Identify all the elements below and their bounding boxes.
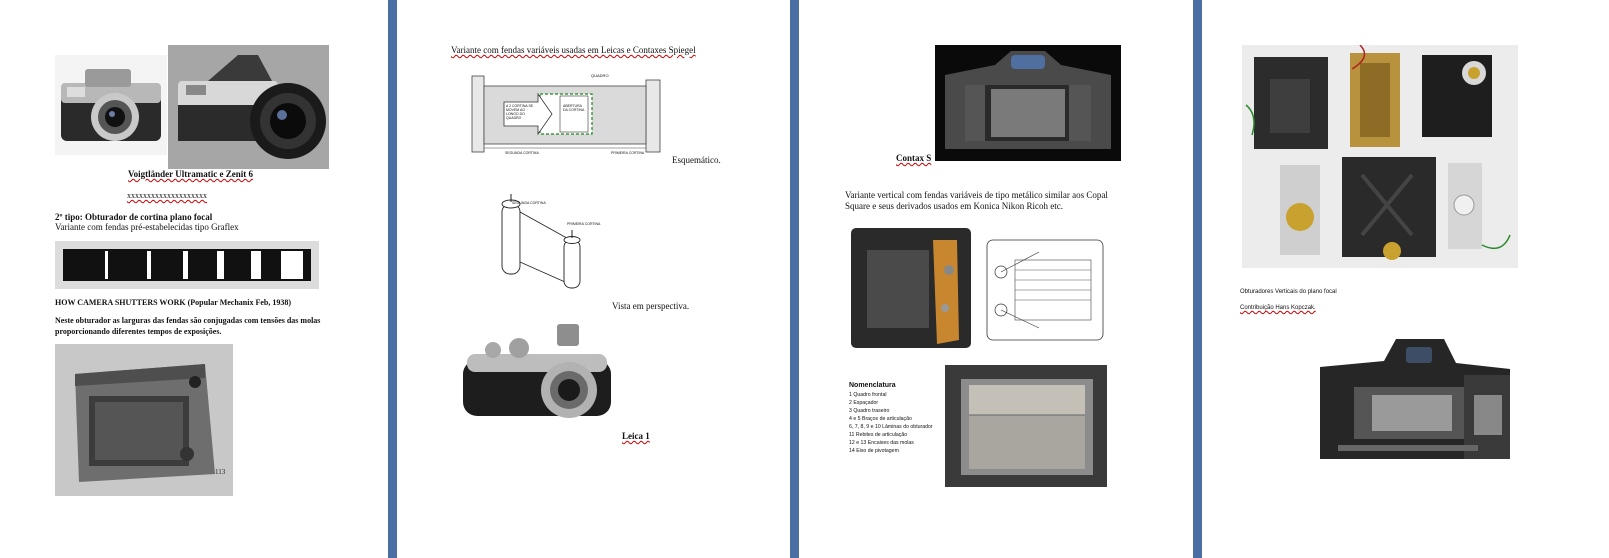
page3-heading-line-2: Square e seus derivados usados em Konica… [845, 201, 1063, 211]
document-page-3: Contax S Variante vertical com fendas va… [799, 0, 1193, 558]
caption-vertical-shutters: Obturadores Verticais do plano focal [1240, 289, 1337, 295]
nomenclature-item: 4 e 5 Braços de articulação [849, 416, 912, 422]
nomenclature-item: 11 Rebites de articulação [849, 432, 908, 438]
label-quadro: QUADRO [591, 73, 609, 78]
open-slr-camera-photo [1314, 335, 1519, 470]
nomenclature-item: 2 Espaçador [849, 400, 879, 406]
nomenclature-item: 12 e 13 Encaixes das molas [849, 440, 914, 446]
body-text-line-1: Neste obturador as larguras das fendas s… [55, 316, 321, 325]
caption-leica: Leica 1 [622, 431, 650, 441]
voigtlander-camera-photo [55, 55, 167, 155]
metal-shutter-unit-photo [845, 220, 975, 353]
nomenclature-item: 1 Quadro frontal [849, 392, 887, 398]
body-text-line-2: proporcionando diferentes tempos de expo… [55, 327, 222, 336]
nomenclature-item: 6, 7, 8, 9 e 10 Lâminas do obturador [849, 424, 933, 430]
page2-heading: Variante com fendas variáveis usadas em … [451, 45, 696, 55]
nomenclature-item: 14 Eixo de pivotagem [849, 448, 899, 454]
shutter-technical-drawing [979, 232, 1111, 348]
label-first-curtain: PRIMEIRA CORTINA [611, 151, 645, 155]
nomenclature-legend: Nomenclatura 1 Quadro frontal 2 Espaçado… [849, 382, 933, 455]
section-subheading: Variante com fendas pré-estabelecidas ti… [55, 222, 239, 232]
graflex-shutter-photo [55, 344, 233, 496]
caption-schematic: Esquemático. [672, 155, 721, 165]
contax-s-camera-photo [935, 45, 1121, 161]
zenit-camera-photo [168, 45, 329, 169]
caption-contax-s: Contax S [896, 153, 932, 163]
nomenclature-item: 3 Quadro traseiro [849, 408, 890, 414]
photo-number-label: 113 [215, 468, 226, 476]
page3-heading-line-1: Variante vertical com fendas variáveis d… [845, 190, 1108, 200]
nomenclature-title: Nomenclatura [849, 382, 896, 389]
document-page-4: Obturadores Verticais do plano focal Con… [1202, 0, 1609, 558]
separator-line: xxxxxxxxxxxxxxxxxxxx [127, 191, 207, 200]
label-persp-first-curtain: PRIMEIRA CORTINA [567, 222, 601, 226]
section-heading: 2º tipo: Obturador de cortina plano foca… [55, 212, 213, 222]
caption-perspective: Vista em perspectiva. [612, 301, 690, 311]
curtain-perspective-diagram [492, 194, 612, 294]
shutter-closeup-photo [945, 365, 1107, 487]
leica-camera-photo [457, 320, 617, 440]
focal-plane-shutters-collection-photo [1242, 45, 1518, 268]
document-page-1: Voigtländer Ultramatic e Zenit 6 xxxxxxx… [0, 0, 388, 558]
reference-title: HOW CAMERA SHUTTERS WORK (Popular Mechan… [55, 298, 292, 307]
caption-cameras: Voigtländer Ultramatic e Zenit 6 [128, 169, 253, 179]
label-persp-second-curtain: SEGUNDA CORTINA [512, 201, 546, 205]
label-curtain-opening: ABERTURA DA CORTINA [563, 104, 585, 112]
document-page-2: Variante com fendas variáveis usadas em … [397, 0, 790, 558]
caption-contribution: Contribuição Hans Kopczak. [1240, 305, 1316, 311]
curtain-schematic-diagram [460, 72, 666, 158]
label-second-curtain: SEGUNDA CORTINA [505, 151, 539, 155]
label-curtains-move: A 2 CORTINA SE MOVEM AO LONGO DO QUADRO [506, 104, 534, 120]
slit-curtain-strip [55, 241, 319, 289]
